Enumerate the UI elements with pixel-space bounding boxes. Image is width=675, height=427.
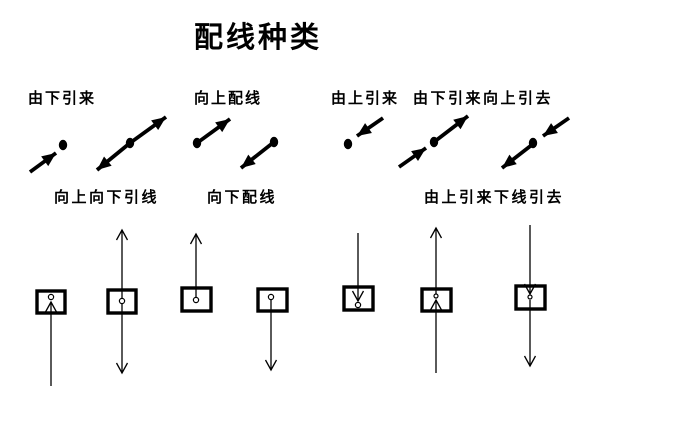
wire-dot <box>528 137 538 149</box>
incoming-line <box>355 116 385 138</box>
label-wiring-down: 向下配线 <box>207 189 278 206</box>
up-line <box>128 115 168 145</box>
label-from-below-out-up: 由下引来向上引去 <box>413 90 554 107</box>
box-symbol-from-below-out-up <box>420 226 453 373</box>
box-symbol-from-below <box>35 289 67 386</box>
symbol-from-below-out-up-arrow <box>397 114 470 169</box>
terminal-circle <box>47 293 55 301</box>
symbol-lead-up-down-arrow <box>95 115 168 172</box>
terminal-circle <box>118 297 126 305</box>
wire-dot <box>343 138 353 150</box>
label-lead-up-down: 向上向下引线 <box>54 189 160 206</box>
up-line <box>195 117 232 145</box>
box-symbol-wiring-up <box>180 232 213 313</box>
label-from-above: 由上引来 <box>331 90 400 107</box>
terminal-circle <box>192 296 200 304</box>
box-symbol-wiring-down <box>256 287 289 372</box>
terminal-circle <box>527 294 533 300</box>
incoming-line <box>541 116 571 138</box>
box-symbol-lead-up-down <box>106 228 138 375</box>
terminal-circle <box>267 293 275 301</box>
symbol-from-above-out-down-arrow <box>500 116 571 170</box>
page-title: 配线种类 <box>194 22 323 54</box>
box-symbol-from-above <box>342 233 375 312</box>
down-line <box>95 141 132 172</box>
junction-box <box>256 287 289 313</box>
wire-dot <box>192 137 202 149</box>
symbol-from-above-arrow <box>343 116 385 150</box>
label-from-above-out-down: 由上引来下线引去 <box>424 189 565 206</box>
box-symbol-from-above-out-down <box>514 225 547 368</box>
label-wiring-up: 向上配线 <box>194 90 263 107</box>
incoming-line <box>397 146 428 169</box>
wire-dot <box>429 136 439 148</box>
down-line <box>239 140 276 170</box>
wire-dot <box>58 139 68 151</box>
wire-dot <box>125 137 135 149</box>
outgoing-line <box>432 114 470 144</box>
terminal-circle <box>433 293 439 299</box>
symbol-from-below-arrow <box>28 139 68 174</box>
symbol-wiring-down-arrow <box>239 136 279 170</box>
terminal-circle <box>354 301 362 309</box>
outgoing-line <box>500 142 535 170</box>
incoming-line <box>28 151 58 174</box>
symbol-wiring-up-arrow <box>192 117 232 149</box>
wire-dot <box>269 136 279 148</box>
label-from-below: 由下引来 <box>28 90 97 107</box>
